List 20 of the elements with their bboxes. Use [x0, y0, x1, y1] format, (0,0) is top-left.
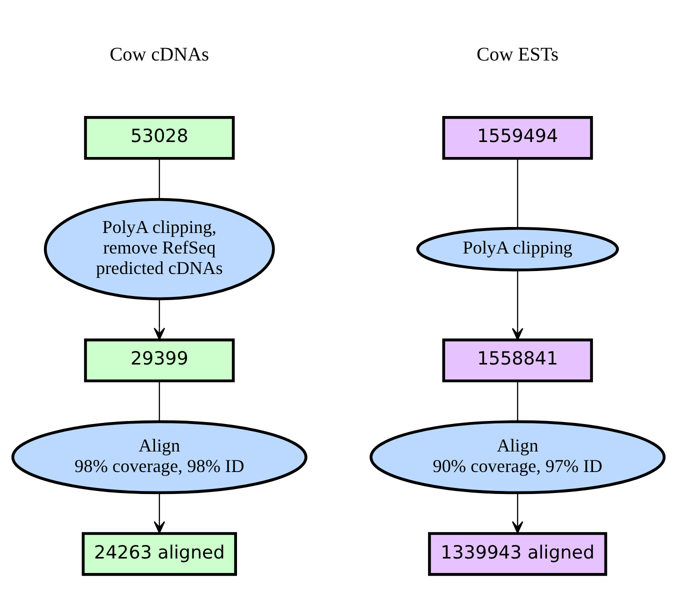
node-ellipse: Align 90% coverage, 97% ID [370, 420, 666, 494]
arrow [154, 299, 166, 340]
connector [517, 158, 518, 228]
node-box: 1559494 [442, 116, 593, 160]
label: Cow ESTs [476, 44, 559, 66]
node-box: 29399 [84, 338, 235, 382]
node-box: 1558841 [442, 338, 593, 382]
node-box: 1339943 aligned [428, 532, 608, 576]
arrow [512, 492, 524, 534]
node-box: 24263 aligned [82, 532, 237, 576]
node-ellipse: PolyA clipping, remove RefSeq predicted cDNAs [44, 198, 275, 300]
label: Cow cDNAs [110, 44, 210, 66]
node-ellipse: Align 98% coverage, 98% ID [11, 420, 308, 494]
connector [517, 381, 518, 422]
connector [158, 381, 160, 422]
node-box: 53028 [84, 116, 235, 160]
connector [158, 158, 160, 200]
node-ellipse: PolyA clipping [416, 226, 619, 272]
arrow [512, 270, 524, 340]
arrow [154, 492, 166, 534]
